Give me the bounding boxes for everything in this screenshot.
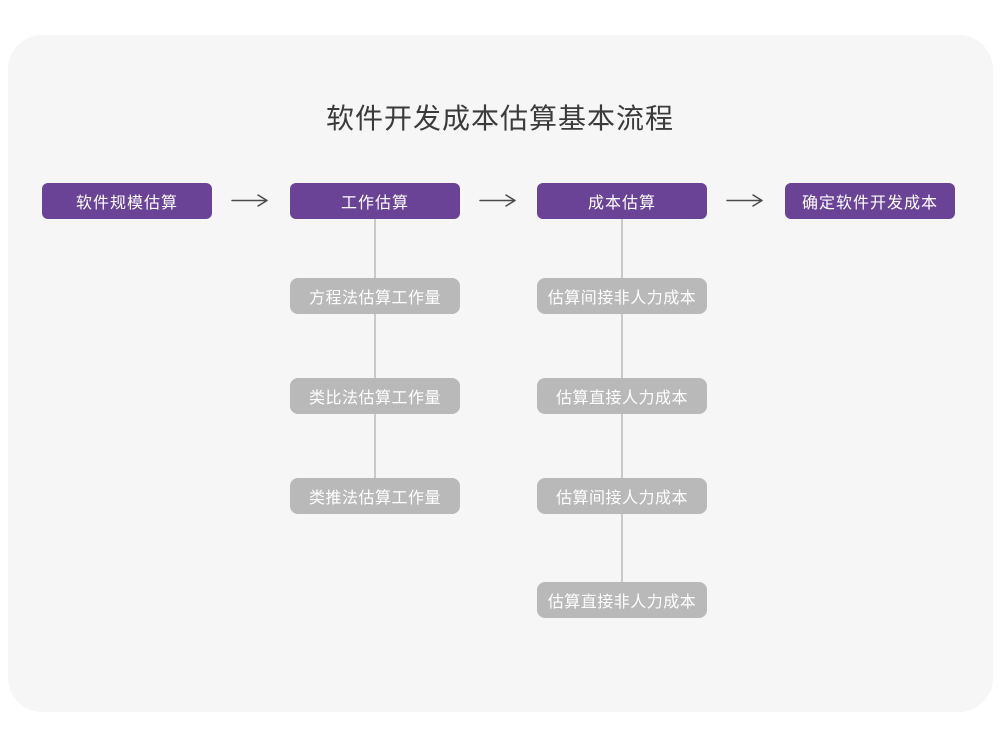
flowchart-card — [8, 35, 993, 712]
arrow-right-icon — [726, 194, 763, 207]
connector-line-work-estimation — [374, 219, 376, 497]
main-step-work-estimation: 工作估算 — [290, 183, 460, 219]
sub-step-direct-non-labor-cost: 估算直接非人力成本 — [537, 582, 707, 618]
page-title: 软件开发成本估算基本流程 — [325, 103, 674, 134]
main-step-software-scale-estimation: 软件规模估算 — [42, 183, 212, 219]
sub-step-analogy-method: 类比法估算工作量 — [290, 378, 460, 414]
sub-step-extrapolation-method: 类推法估算工作量 — [290, 478, 460, 514]
arrow-right-icon — [231, 194, 268, 207]
main-step-cost-estimation: 成本估算 — [537, 183, 707, 219]
sub-step-indirect-labor-cost: 估算间接人力成本 — [537, 478, 707, 514]
sub-step-equation-method: 方程法估算工作量 — [290, 278, 460, 314]
main-step-determine-development-cost: 确定软件开发成本 — [785, 183, 955, 219]
sub-step-indirect-non-labor-cost: 估算间接非人力成本 — [537, 278, 707, 314]
arrow-right-icon — [479, 194, 516, 207]
sub-step-direct-labor-cost: 估算直接人力成本 — [537, 378, 707, 414]
